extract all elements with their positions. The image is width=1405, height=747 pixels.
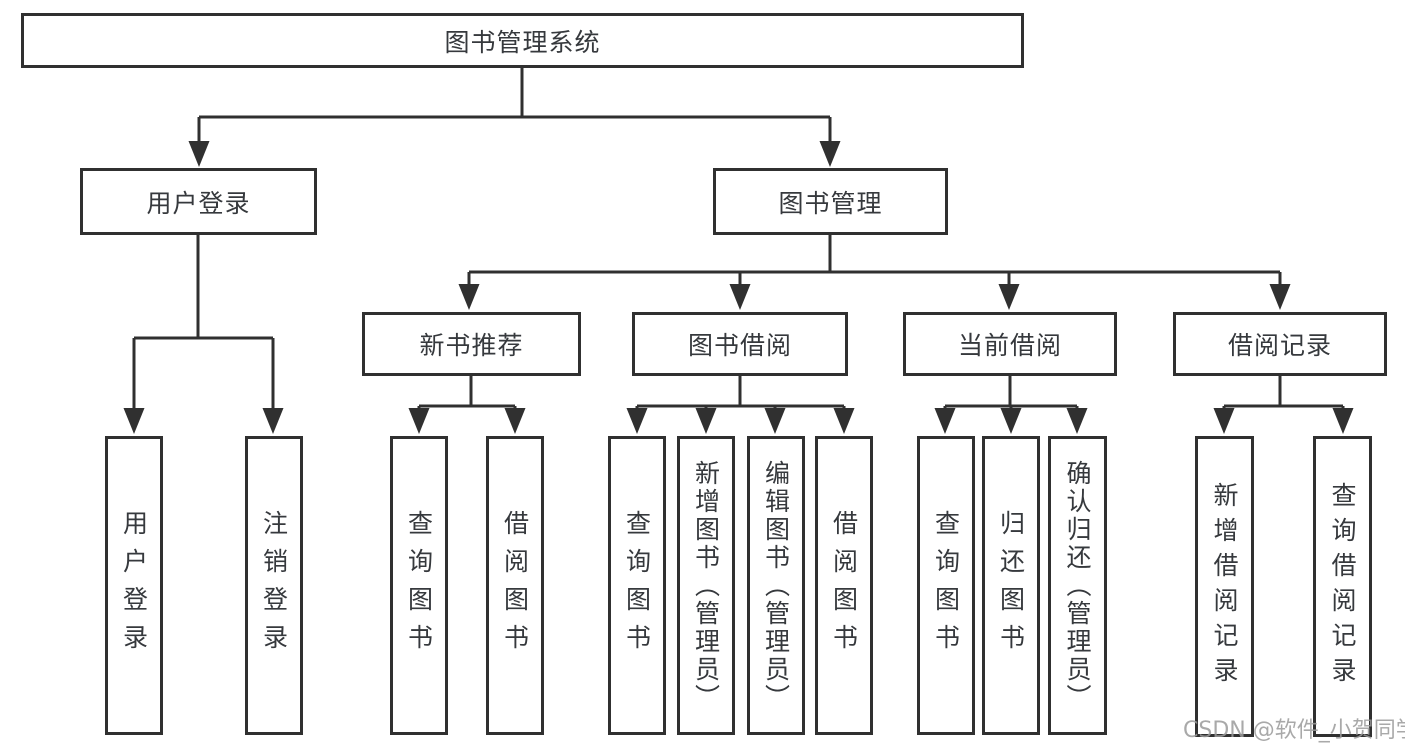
- leaf-label: 借阅图书: [829, 509, 859, 662]
- node-borrowing-records: 借阅记录: [1173, 312, 1387, 376]
- leaf-label: 确认归还（管理员）: [1063, 459, 1092, 712]
- leaf-label: 查询图书: [404, 509, 434, 662]
- leaf-label: 借阅图书: [500, 509, 530, 662]
- leaf-label: 用户登录: [119, 509, 149, 662]
- leaf-label: 归还图书: [996, 509, 1026, 662]
- leaf-label: 查询图书: [931, 509, 961, 662]
- leaf-borrow-books-recommend: 借阅图书: [486, 436, 544, 735]
- leaf-label: 新增图书（管理员）: [691, 459, 721, 712]
- node-user-login: 用户登录: [80, 168, 317, 235]
- leaf-query-books-borrowing: 查询图书: [608, 436, 666, 735]
- node-book-management: 图书管理: [713, 168, 948, 235]
- leaf-return-books: 归还图书: [982, 436, 1040, 735]
- leaf-label: 新增借阅记录: [1210, 481, 1239, 692]
- leaf-add-books-admin: 新增图书（管理员）: [677, 436, 735, 735]
- node-new-book-recommendation: 新书推荐: [362, 312, 581, 376]
- node-book-borrowing: 图书借阅: [632, 312, 848, 376]
- watermark: CSDN @软件_小贺同学: [1183, 718, 1405, 743]
- leaf-query-borrow-record: 查询借阅记录: [1313, 436, 1372, 737]
- leaf-user-login: 用户登录: [105, 436, 163, 735]
- leaf-label: 编辑图书（管理员）: [761, 459, 791, 712]
- leaf-label: 查询图书: [622, 509, 652, 662]
- node-current-borrowing: 当前借阅: [903, 312, 1117, 376]
- leaf-label: 注销登录: [259, 509, 289, 662]
- leaf-confirm-return-admin: 确认归还（管理员）: [1048, 436, 1107, 735]
- leaf-logout-login: 注销登录: [245, 436, 303, 735]
- leaf-label: 查询借阅记录: [1328, 481, 1357, 692]
- leaf-add-borrow-record: 新增借阅记录: [1195, 436, 1254, 737]
- leaf-query-books-recommend: 查询图书: [390, 436, 448, 735]
- leaf-query-books-current: 查询图书: [917, 436, 975, 735]
- node-library-system: 图书管理系统: [21, 13, 1024, 68]
- leaf-edit-books-admin: 编辑图书（管理员）: [747, 436, 805, 735]
- leaf-borrow-books-borrowing: 借阅图书: [815, 436, 873, 735]
